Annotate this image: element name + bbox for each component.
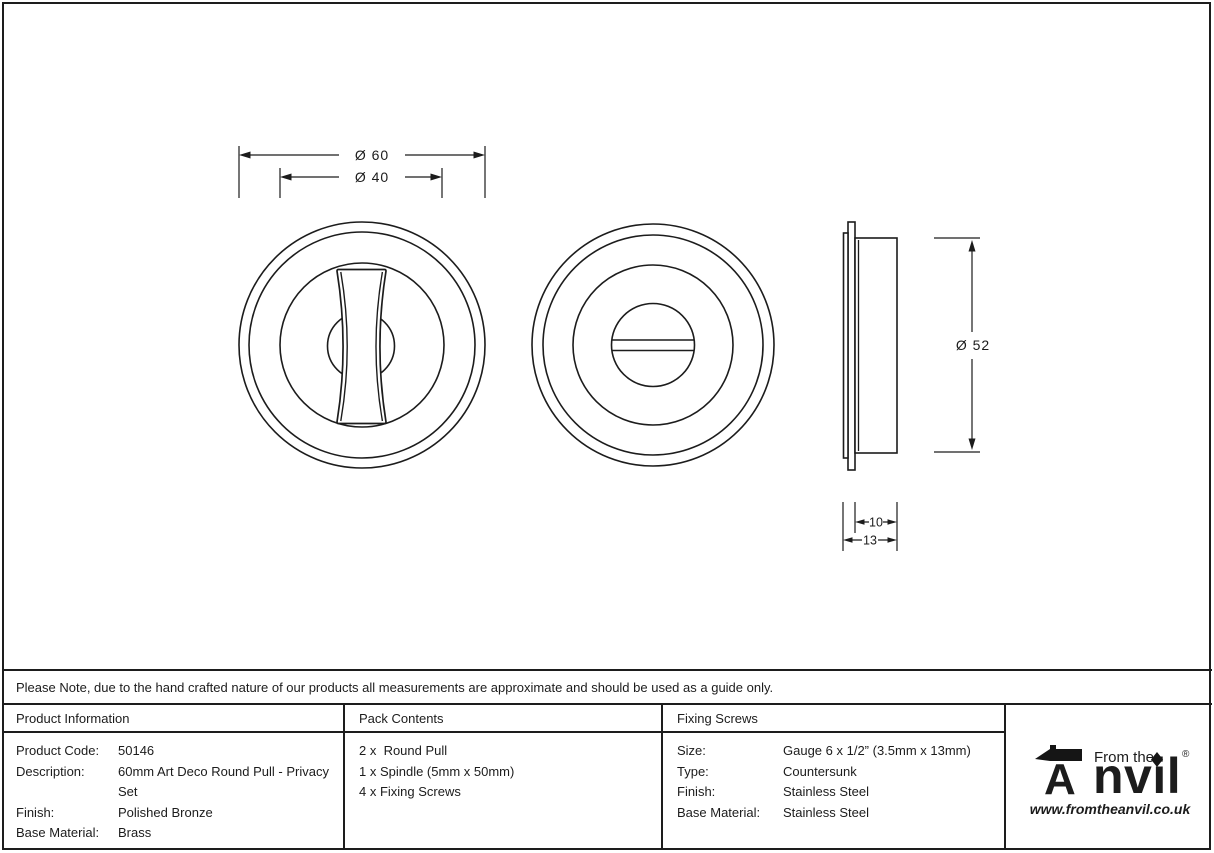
rose-recess-circle — [279, 262, 445, 428]
screw-finish-value: Stainless Steel — [783, 784, 869, 800]
screw-base-material-value: Stainless Steel — [783, 804, 869, 820]
product-code-label: Product Code: — [16, 743, 100, 758]
dim-10-arrow-right — [887, 519, 897, 525]
screw-base-material-label: Base Material: — [677, 804, 761, 820]
front-view-inside-rose — [238, 221, 486, 469]
finish-label: Finish: — [16, 804, 55, 820]
screw-size-value: Gauge 6 x 1/2” (3.5mm x 13mm) — [783, 743, 971, 758]
dim-60-arrow-left — [239, 151, 251, 159]
dim-52-arrow-bottom — [968, 438, 976, 450]
list-item: 4 x Fixing Screws — [359, 784, 461, 800]
fixing-screws-header: Fixing Screws — [663, 705, 1004, 733]
list-item: 1 x Spindle (5mm x 50mm) — [359, 763, 515, 779]
dimension-depths: 10 13 — [842, 502, 898, 551]
dim-52-arrow-top — [968, 240, 976, 252]
dim-40-label: Ø 40 — [355, 169, 389, 185]
note-text: Please Note, due to the hand crafted nat… — [16, 679, 774, 695]
coin-slot — [611, 339, 695, 352]
rose-step-circle-2 — [542, 234, 764, 456]
dimension-outer-diameter: Ø 60 — [238, 146, 486, 198]
pack-contents-header: Pack Contents — [345, 705, 661, 733]
thumbturn-bevel-left — [340, 271, 348, 422]
spec-table: Product Information Product Code: 50146 … — [2, 705, 1212, 850]
profile-front-face — [842, 232, 849, 459]
fixing-screws-body: Size: Gauge 6 x 1/2” (3.5mm x 13mm) Type… — [663, 733, 1004, 823]
table-row: Description: 60mm Art Deco Round Pull - … — [16, 762, 343, 803]
logo-tagline: From the — [1094, 749, 1154, 766]
base-material-value: Brass — [118, 825, 152, 841]
product-information-body: Product Code: 50146 Description: 60mm Ar… — [2, 733, 343, 844]
thumbturn-outline — [336, 268, 387, 425]
screw-size-label: Size: — [677, 743, 706, 758]
dimension-inner-diameter: Ø 40 — [279, 168, 443, 198]
dim-40-arrow-right — [430, 173, 442, 181]
profile-body — [854, 237, 898, 454]
dim-10-label: 10 — [869, 516, 883, 530]
dim-40-extension-lines — [279, 168, 443, 198]
screw-type-value: Countersunk — [783, 763, 857, 779]
base-material-label: Base Material: — [16, 825, 100, 841]
front-view-outside-rose — [531, 223, 775, 467]
table-row: Finish: Polished Bronze — [16, 803, 343, 824]
rose-outer-circle-2 — [531, 223, 775, 467]
fixing-screws-header-label: Fixing Screws — [677, 710, 758, 726]
from-the-anvil-logo: A nvil From the ® www.fromtheanvil.co.uk — [1030, 745, 1192, 817]
technical-drawing: Ø 60 Ø 40 Ø 52 10 — [238, 146, 990, 551]
dim-52-extension-lines — [934, 237, 980, 453]
table-row: Product Code: 50146 — [16, 741, 343, 762]
pack-contents-body: 2 x Round Pull 1 x Spindle (5mm x 50mm) … — [345, 733, 661, 803]
side-view-profile — [842, 221, 898, 471]
rose-step-circle — [248, 231, 476, 459]
profile-flange-outer — [847, 221, 856, 471]
description-value: 60mm Art Deco Round Pull - Privacy Set — [118, 763, 329, 800]
coin-release-circle — [610, 302, 696, 388]
description-label: Description: — [16, 763, 85, 779]
product-information-header-label: Product Information — [16, 710, 130, 726]
table-row: Base Material: Stainless Steel — [677, 803, 1004, 824]
product-code-value: 50146 — [118, 743, 155, 758]
product-information-column: Product Information Product Code: 50146 … — [2, 705, 345, 850]
table-row: Size: Gauge 6 x 1/2” (3.5mm x 13mm) — [677, 741, 1004, 762]
dim-60-extension-lines — [238, 146, 486, 198]
dim-13-arrow-right — [887, 537, 897, 543]
screw-type-label: Type: — [677, 763, 709, 779]
pack-contents-column: Pack Contents 2 x Round Pull 1 x Spindle… — [345, 705, 663, 850]
fixing-screws-column: Fixing Screws Size: Gauge 6 x 1/2” (3.5m… — [663, 705, 1006, 850]
product-information-header: Product Information — [2, 705, 343, 733]
dim-60-label: Ø 60 — [355, 147, 389, 163]
logo-brand-initial: A — [1044, 755, 1076, 804]
note-row: Please Note, due to the hand crafted nat… — [2, 669, 1212, 705]
dim-depth-extension-lines — [842, 502, 898, 551]
dim-13-arrow-left — [843, 537, 853, 543]
logo-website: www.fromtheanvil.co.uk — [1030, 801, 1192, 817]
dim-60-arrow-right — [473, 151, 485, 159]
finish-value: Polished Bronze — [118, 804, 213, 820]
pack-contents-header-label: Pack Contents — [359, 710, 444, 726]
dim-40-arrow-left — [280, 173, 292, 181]
rose-recess-circle-2 — [572, 264, 734, 426]
table-row: Base Material: Brass — [16, 823, 343, 844]
dim-52-label: Ø 52 — [956, 337, 990, 353]
thumbturn — [336, 268, 387, 425]
list-item: 2 x Round Pull — [359, 743, 448, 758]
thumbturn-bevel-right — [375, 271, 384, 422]
screw-finish-label: Finish: — [677, 784, 716, 800]
brand-logo-cell: A nvil From the ® www.fromtheanvil.co.uk — [1006, 705, 1212, 850]
dim-10-arrow-left — [855, 519, 865, 525]
diamond-tittle-icon — [1151, 752, 1163, 767]
rose-outer-circle — [238, 221, 486, 469]
table-row: Type: Countersunk — [677, 762, 1004, 783]
logo-brand-rest: nvil — [1093, 748, 1181, 804]
table-row: Finish: Stainless Steel — [677, 782, 1004, 803]
registered-mark: ® — [1182, 749, 1190, 760]
anvil-icon — [1035, 745, 1082, 761]
dimension-body-diameter: Ø 52 — [934, 237, 990, 453]
dim-13-label: 13 — [863, 534, 877, 548]
